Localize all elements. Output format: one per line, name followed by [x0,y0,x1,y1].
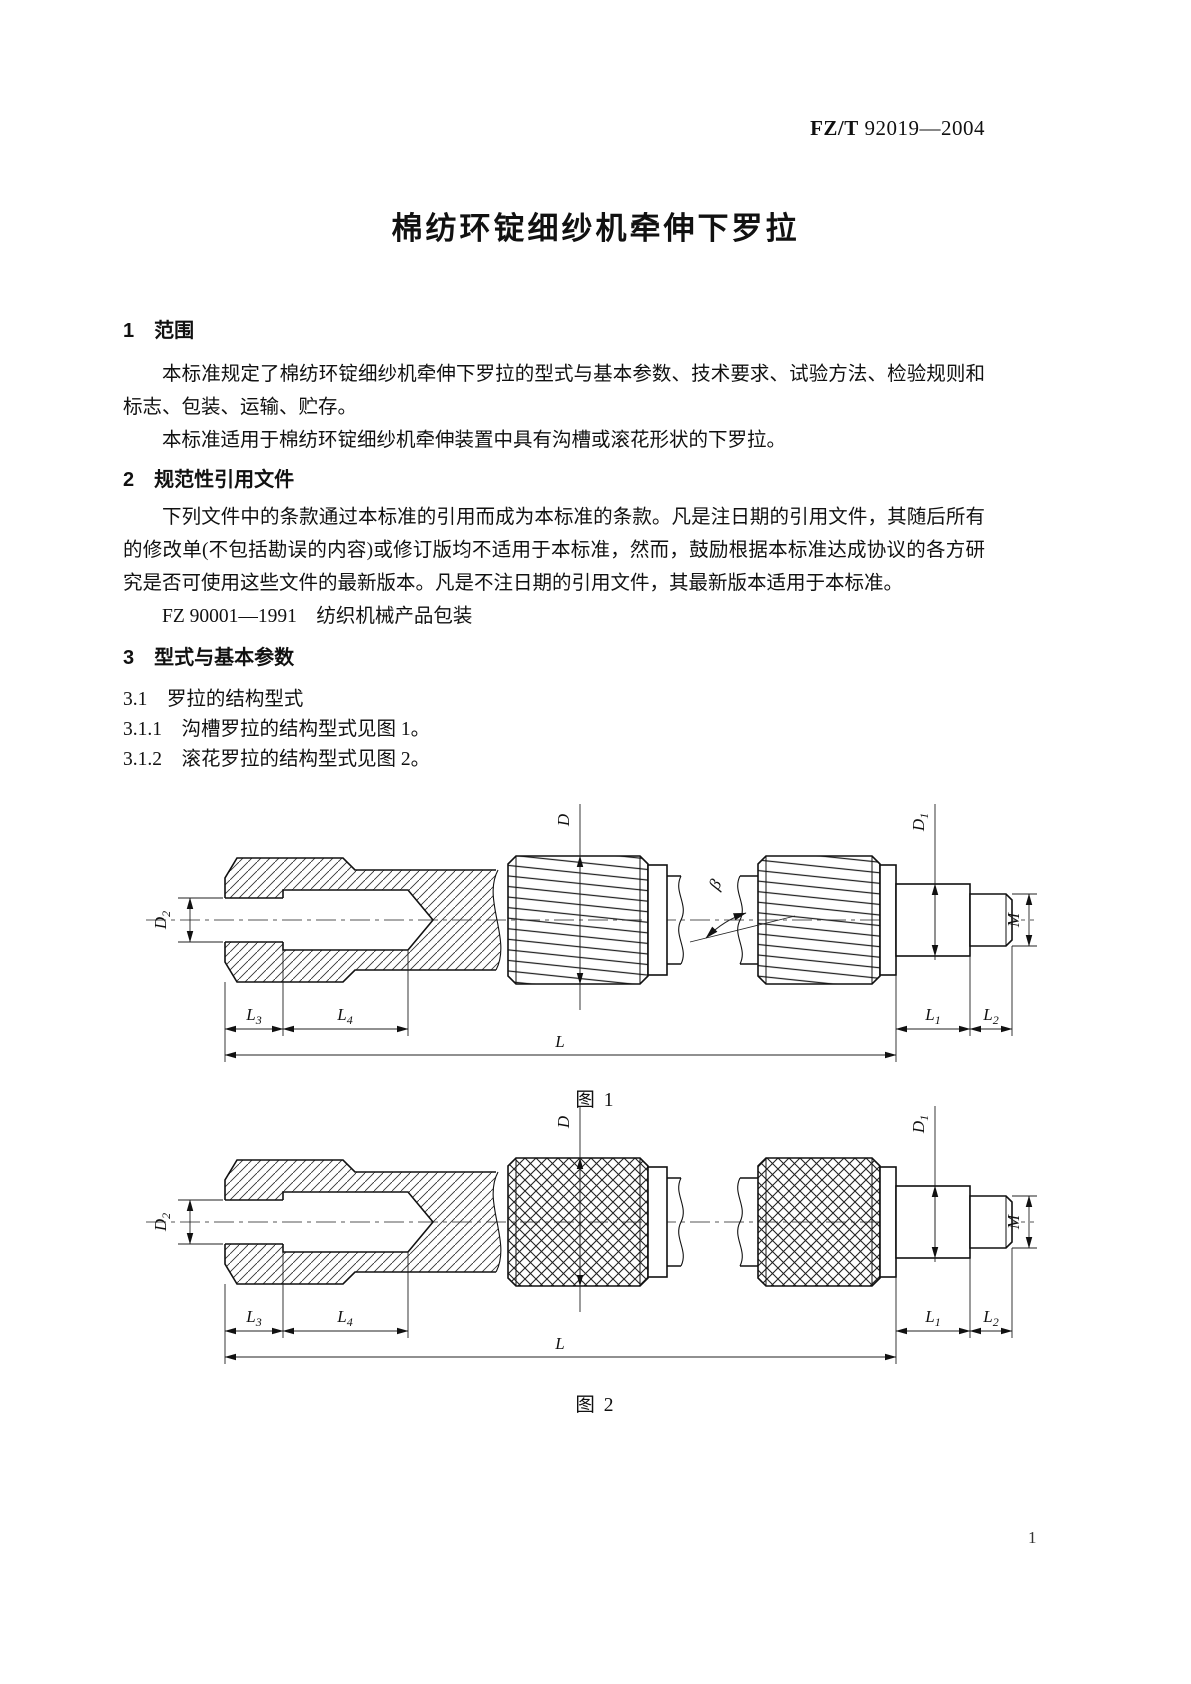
fig1-section-break-curve [492,869,502,971]
fig2-break-right-stub [740,1177,758,1267]
standard-code-prefix: FZ/T [810,116,859,140]
figure-1-fluted-roller-drawing: D2 D β D1 M L3 L4 L1 L2 L [140,790,1040,1100]
figure-2-knurled-roller-drawing: D2 D D1 M L3 L4 L1 L2 L [140,1092,1040,1402]
fig1-label-l3: L3 [245,1005,261,1027]
fig1-m-ext-lines [1012,893,1037,947]
fig2-knurled-section-1 [507,1157,649,1287]
fig2-d2-ext-lines [178,1199,223,1245]
fig2-collar-1 [647,1166,668,1278]
fig1-label-beta: β [704,876,725,894]
fig2-collar-2 [879,1166,897,1278]
fig1-fluted1-chamfer-lines [515,856,641,984]
fig1-label-d: D [554,813,573,827]
fig1-collar-1 [647,864,668,976]
section-1-paragraph-2: 本标准适用于棉纺环锭细纱机牵伸装置中具有沟槽或滚花形状的下罗拉。 [162,430,787,451]
page-number: 1 [1028,1528,1037,1547]
fig1-journal [895,883,971,957]
fig2-left-section-hatch [225,1160,501,1284]
fig2-label-d1: D1 [909,1115,931,1134]
fig1-label-l: L [554,1032,564,1051]
section-1-paragraph-1: 本标准规定了棉纺环锭细纱机牵伸下罗拉的型式与基本参数、技术要求、试验方法、检验规… [123,364,985,418]
figure-1-svg: D2 D β D1 M L3 L4 L1 L2 L [146,804,1037,1062]
document-body: 1 范围 本标准规定了棉纺环锭细纱机牵伸下罗拉的型式与基本参数、技术要求、试验方… [123,318,985,775]
section-3-heading: 3 型式与基本参数 [123,647,295,669]
fig1-label-l2: L2 [982,1005,998,1027]
fig2-knurled-section-2 [757,1157,881,1287]
figure-2-svg: D2 D D1 M L3 L4 L1 L2 L [146,1106,1037,1364]
fig1-beta-arc [705,912,747,939]
fig2-label-l4: L4 [336,1307,352,1329]
fig1-collar-2 [879,864,897,976]
fig2-left-outline [224,1159,496,1285]
fig1-label-m: M [1004,912,1023,928]
fig2-knurl1-chamfer-lines [515,1158,641,1286]
section-2-reference: FZ 90001—1991 纺织机械产品包装 [162,606,473,627]
fig2-label-l1: L1 [924,1307,940,1329]
fig2-label-l: L [554,1334,564,1353]
standard-code-number: 92019—2004 [864,116,985,140]
fig1-fluted-section-2 [757,855,881,985]
fig2-label-m: M [1004,1214,1023,1230]
fig2-label-d: D [554,1115,573,1129]
fig2-label-l3: L3 [245,1307,261,1329]
fig2-break-left-stub [667,1177,681,1267]
fig2-section-break-curve [492,1171,502,1273]
fig1-label-d2: D2 [151,911,173,930]
document-title: 棉纺环锭细纱机牵伸下罗拉 [391,211,800,246]
fig1-left-section-hatch [225,858,501,982]
fig2-journal [895,1185,971,1259]
fig1-label-l4: L4 [336,1005,352,1027]
section-2-paragraph-1: 下列文件中的条款通过本标准的引用而成为本标准的条款。凡是注日期的引用文件，其随后… [123,507,985,594]
fig2-break-left-wavy [678,1177,684,1267]
fig1-label-l1: L1 [924,1005,940,1027]
fig1-left-outline [224,857,496,983]
fig1-break-left-stub [667,875,681,965]
clause-3-1-2: 3.1.2 滚花罗拉的结构型式见图 2。 [123,749,431,770]
fig2-label-d2: D2 [151,1213,173,1232]
fig1-ext-lines [224,946,1013,1062]
section-2-heading: 2 规范性引用文件 [123,469,295,491]
figure-1-caption: 图 1 [575,1090,616,1111]
fig1-break-left-wavy [678,875,684,965]
clause-3-1: 3.1 罗拉的结构型式 [123,689,304,710]
fig1-label-d1: D1 [909,813,931,832]
fig2-label-l2: L2 [982,1307,998,1329]
section-1-heading: 1 范围 [123,320,195,342]
fig1-break-right-stub [740,875,758,965]
fig1-fluted-section-1 [507,855,649,985]
figure-2-caption: 图 2 [575,1395,616,1416]
standard-code: FZ/T 92019—2004 [810,116,985,141]
fig2-m-ext-lines [1012,1195,1037,1249]
clause-3-1-1: 3.1.1 沟槽罗拉的结构型式见图 1。 [123,719,431,740]
fig2-break-right-wavy [737,1177,743,1267]
fig1-d2-ext-lines [178,897,223,943]
fig2-knurl2-chamfer-lines [765,1158,873,1286]
fig1-fluted2-chamfer-lines [765,856,873,984]
fig2-ext-lines [224,1248,1013,1364]
